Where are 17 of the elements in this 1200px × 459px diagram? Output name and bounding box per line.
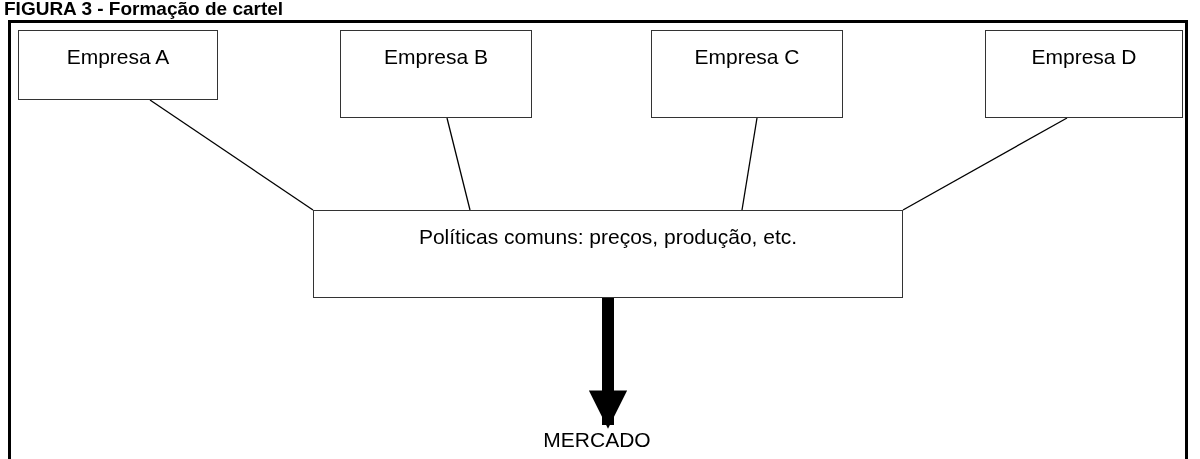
connector-line — [902, 117, 1068, 211]
process-box — [313, 210, 903, 298]
box-label: Políticas comuns: preços, produção, etc. — [418, 225, 798, 249]
connector-line — [741, 117, 758, 211]
box-label: Empresa C — [694, 45, 800, 69]
node-label: MERCADO — [527, 425, 667, 455]
figure-title: FIGURA 3 - Formação de cartel — [4, 0, 284, 20]
process-box — [18, 30, 218, 100]
box-label: Empresa D — [1031, 45, 1137, 69]
box-label: Empresa A — [66, 45, 170, 69]
arrow — [588, 298, 628, 429]
connector-line — [149, 99, 314, 211]
connector-line — [446, 117, 471, 211]
process-box — [340, 30, 532, 118]
box-label: Empresa B — [384, 45, 488, 69]
process-box — [651, 30, 843, 118]
process-box — [985, 30, 1183, 118]
